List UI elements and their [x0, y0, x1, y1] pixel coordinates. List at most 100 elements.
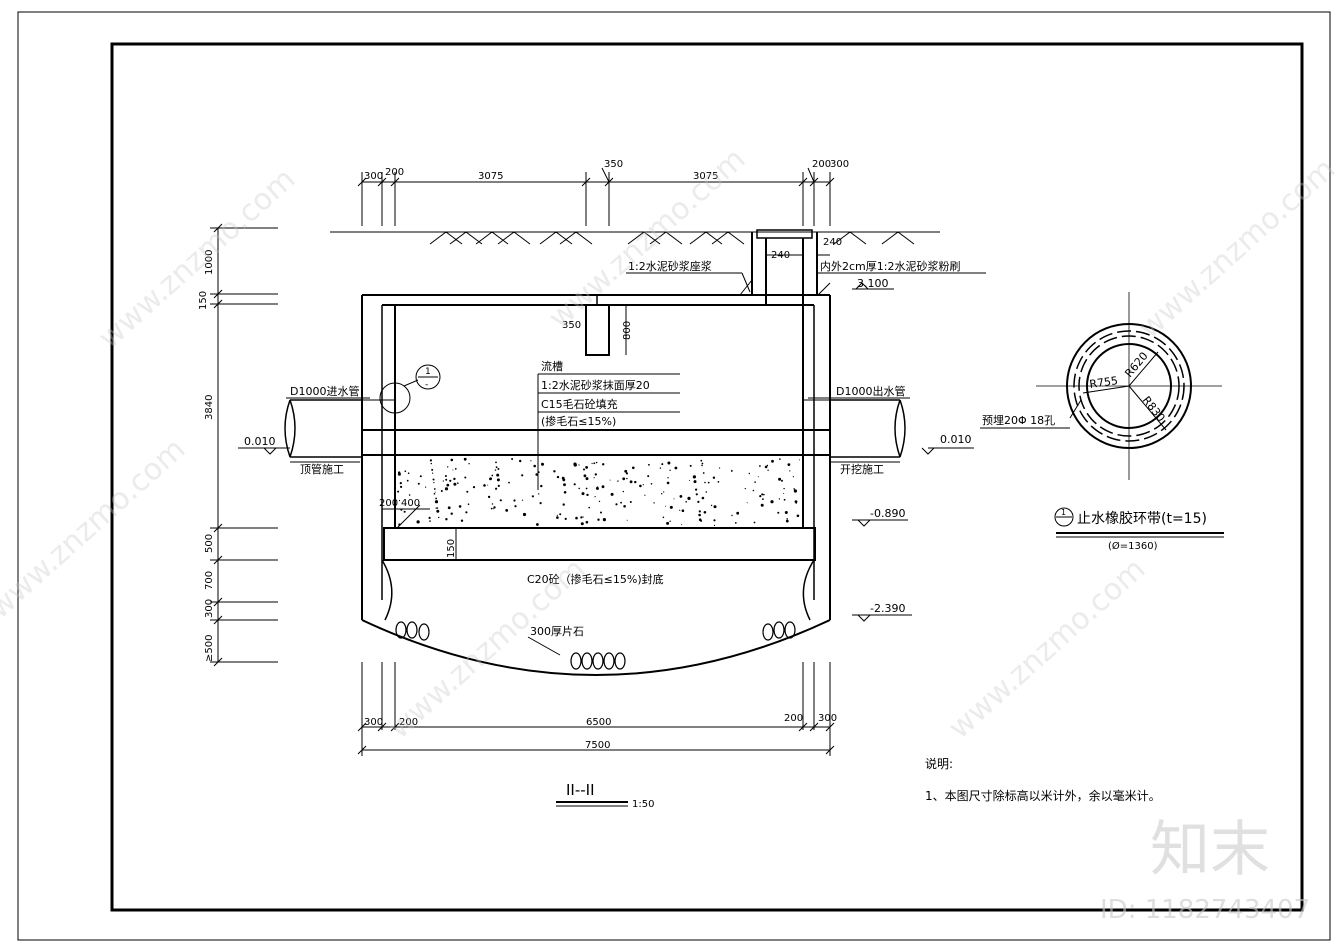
concrete-speck: [681, 524, 683, 526]
concrete-speck: [580, 516, 583, 519]
concrete-speck: [540, 484, 543, 488]
dim-trough-200: 200: [379, 498, 398, 509]
label-note-1: 1:2水泥砂浆抹面厚20: [541, 378, 650, 392]
concrete-speck: [730, 470, 733, 472]
concrete-speck: [432, 472, 434, 474]
concrete-speck: [497, 484, 500, 487]
dim-bottom-200-right: 200: [784, 713, 803, 724]
dim-bottom-6500: 6500: [586, 717, 611, 728]
ring-detail: [980, 292, 1222, 480]
concrete-speck: [430, 462, 432, 465]
concrete-speck: [429, 520, 431, 522]
concrete-speck: [639, 484, 642, 488]
concrete-speck: [596, 487, 599, 490]
section-scale: 1:50: [632, 799, 654, 810]
concrete-speck: [707, 481, 710, 484]
concrete-speck: [734, 522, 737, 524]
concrete-speck: [491, 503, 494, 505]
concrete-speck: [500, 499, 502, 502]
dim-top-200-right: 200: [812, 159, 831, 170]
concrete-speck: [674, 466, 678, 470]
concrete-speck: [431, 468, 434, 471]
concrete-speck: [593, 462, 596, 465]
concrete-speck: [717, 481, 720, 483]
concrete-speck: [433, 488, 436, 490]
concrete-speck: [440, 490, 443, 492]
dim-left-150: 150: [198, 291, 209, 310]
concrete-speck: [673, 498, 675, 500]
concrete-speck: [580, 522, 584, 526]
concrete-speck: [487, 484, 489, 486]
concrete-speck: [681, 509, 685, 512]
concrete-speck: [642, 484, 644, 486]
concrete-speck: [489, 478, 491, 481]
label-inlet-pipe: D1000进水管: [290, 384, 359, 398]
concrete-speck: [620, 501, 622, 504]
concrete-speck: [556, 516, 559, 519]
inner-border: [110, 42, 1304, 912]
concrete-speck: [593, 477, 595, 479]
concrete-speck: [757, 476, 759, 478]
callout-bottom-text: -: [425, 380, 428, 390]
concrete-speck: [536, 523, 539, 526]
concrete-speck: [404, 470, 407, 473]
concrete-speck: [698, 518, 702, 521]
concrete-speck: [562, 503, 565, 506]
callout-leader: [403, 379, 419, 387]
concrete-speck: [648, 463, 650, 466]
concrete-speck: [588, 506, 590, 509]
concrete-speck: [563, 483, 566, 487]
dim-neck-right: 240: [823, 237, 842, 248]
concrete-speck: [687, 496, 691, 500]
concrete-speck: [787, 463, 791, 466]
concrete-speck: [770, 500, 774, 504]
concrete-speck: [446, 483, 450, 487]
concrete-speck: [713, 519, 716, 522]
label-open-cut: 开挖施工: [840, 462, 884, 476]
concrete-speck: [779, 458, 781, 460]
dim-neck-left: 240: [771, 250, 790, 261]
concrete-speck: [602, 463, 605, 466]
concrete-speck: [539, 502, 542, 505]
concrete-speck: [661, 493, 663, 495]
concrete-fill-bound: [397, 458, 801, 528]
concrete-speck: [417, 482, 420, 485]
dim-left-700: 700: [204, 571, 215, 590]
concrete-speck: [531, 495, 535, 498]
concrete-speck: [669, 505, 673, 509]
concrete-speck: [624, 469, 628, 473]
concrete-speck: [783, 493, 785, 494]
watermark-logo: 知末: [1150, 815, 1270, 885]
concrete-speck: [495, 487, 498, 490]
concrete-speck: [591, 462, 593, 465]
concrete-speck: [400, 485, 403, 488]
concrete-speck: [665, 505, 667, 507]
concrete-speck: [452, 469, 454, 471]
concrete-speck: [533, 464, 536, 468]
concrete-speck: [679, 509, 681, 511]
concrete-speck: [702, 472, 705, 474]
concrete-speck: [759, 465, 761, 467]
concrete-speck: [535, 473, 538, 476]
concrete-speck: [497, 468, 500, 470]
concrete-speck: [679, 495, 683, 498]
detail-title: 止水橡胶环带(t=15): [1077, 510, 1207, 527]
concrete-speck: [703, 511, 707, 514]
dim-left-500: 500: [204, 534, 215, 553]
concrete-speck: [662, 516, 665, 519]
concrete-speck: [514, 505, 517, 508]
concrete-speck: [777, 511, 780, 514]
concrete-speck: [764, 465, 768, 469]
concrete-speck: [581, 492, 585, 496]
concrete-speck: [760, 503, 764, 507]
concrete-speck: [416, 520, 420, 524]
concrete-speck: [701, 464, 703, 467]
watermark-id: ID: 1182743407: [1100, 895, 1310, 925]
concrete-speck: [615, 503, 618, 506]
concrete-speck: [685, 501, 687, 503]
concrete-speck: [622, 490, 624, 493]
label-note-3: (掺毛石≤15%): [541, 414, 616, 428]
label-plaster: 内外2cm厚1:2水泥砂浆粉刷: [820, 259, 960, 273]
rubble-stones: [395, 621, 796, 670]
concrete-speck: [659, 467, 662, 469]
